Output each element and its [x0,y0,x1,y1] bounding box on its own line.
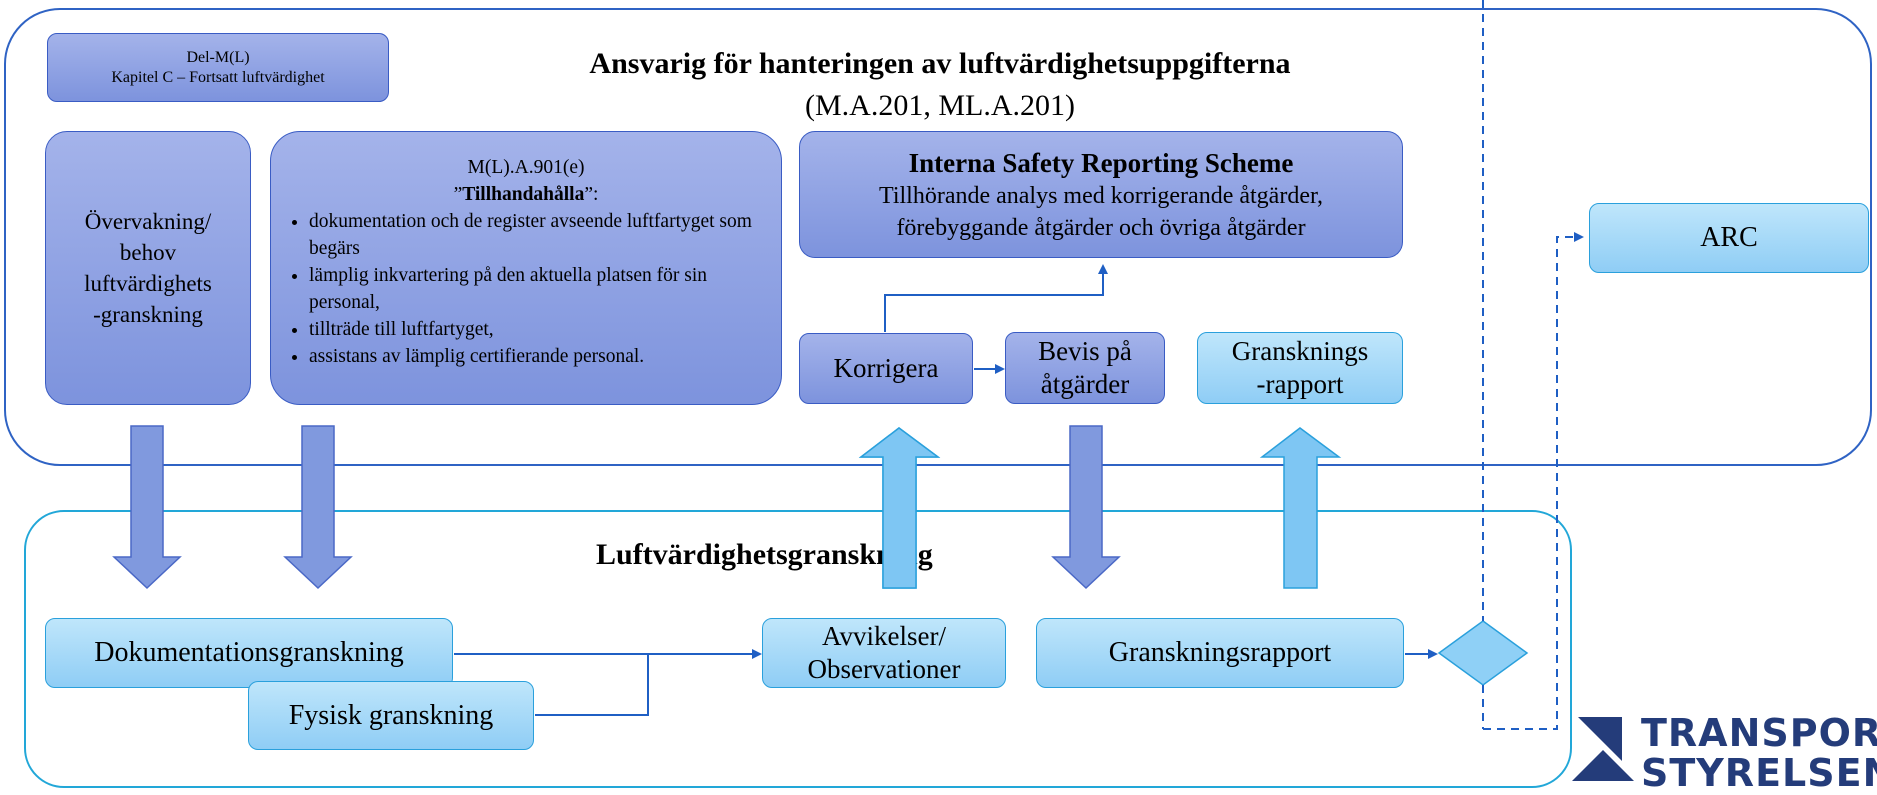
ma901-ref: M(L).A.901(e) [467,157,585,178]
responsibility-title: Ansvarig för hanteringen av luftvärdighe… [470,42,1410,86]
airworthiness-review-container [24,510,1572,788]
review-report-top-box: Gransknings -rapport [1197,332,1403,404]
ma901-list-item: assistans av lämplig certifierande perso… [309,343,767,370]
responsibility-subtitle-text: (M.A.201, ML.A.201) [805,89,1075,122]
transportstyrelsen-logo: TRANSPORT STYRELSEN [1641,711,1877,795]
isrs-line: Tillhörande analys med korrigerande åtgä… [879,182,1323,209]
correct-label: Korrigera [833,353,939,383]
correct-box: Korrigera [799,333,973,404]
documentation-review-box: Dokumentationsgranskning [45,618,453,688]
logo-mark-bottom [1572,750,1634,781]
review-title: Luftvärdighetsgranskning [596,538,1016,578]
monitoring-box: Övervakning/ behov luftvärdighets -grans… [45,131,251,405]
review-report-top-line: -rapport [1256,369,1344,399]
review-report-bottom-box: Granskningsrapport [1036,618,1404,688]
up-arrow-findings-overlay [858,427,941,589]
arc-box: ARC [1589,203,1869,273]
part-m-box: Del-M(L) Kapitel C – Fortsatt luftvärdig… [47,33,389,102]
part-m-line2: Kapitel C – Fortsatt luftvärdighet [111,68,325,86]
review-report-bottom-label: Granskningsrapport [1108,637,1332,668]
ma901-list-item: lämplig inkvartering på den aktuella pla… [309,262,767,316]
monitoring-line: behov [119,240,177,265]
evidence-box: Bevis på åtgärder [1005,332,1165,404]
down-arrow-evidence [1051,425,1121,590]
ma901-list-item: dokumentation och de register avseende l… [309,208,767,262]
monitoring-line: -granskning [93,302,203,327]
korrigera-to-isrs-line [884,264,1108,332]
decision-diamond [1437,620,1529,686]
review-report-top-line: Gransknings [1231,336,1369,366]
ma901-box: M(L).A.901(e) ”Tillhandahålla”: dokument… [270,131,782,405]
logo-line1: TRANSPORT [1641,711,1877,755]
physical-review-box: Fysisk granskning [248,681,534,750]
responsibility-subtitle: (M.A.201, ML.A.201) [700,86,1180,126]
physical-review-label: Fysisk granskning [288,699,494,731]
isrs-box: Interna Safety Reporting Scheme Tillhöra… [799,131,1403,258]
findings-box: Avvikelser/ Observationer [762,618,1006,688]
up-arrow-report [1259,427,1342,589]
logo-mark-top [1578,717,1622,761]
monitoring-line: Övervakning/ [84,209,212,234]
fysisk-to-avvikelser-line [535,654,649,716]
responsibility-title-text: Ansvarig för hanteringen av luftvärdighe… [589,47,1291,80]
ma901-quote-close: ”: [584,184,599,205]
logo-line2: STYRELSEN [1641,751,1877,795]
ma901-list-item: tillträde till luftfartyget, [309,316,767,343]
ma901-list: dokumentation och de register avseende l… [279,208,767,370]
findings-line: Avvikelser/ [822,621,946,651]
findings-line: Observationer [807,654,961,684]
down-arrow-monitoring [112,425,182,590]
isrs-line: förebyggande åtgärder och övriga åtgärde… [896,214,1306,241]
ma901-keyword: Tillhandahålla [462,184,585,205]
dashed-to-arc-line [1483,232,1584,730]
evidence-line: åtgärder [1040,369,1130,399]
ma901-heading: ”Tillhandahålla”: [271,181,781,208]
evidence-line: Bevis på [1038,336,1132,366]
part-m-line1: Del-M(L) [186,48,250,66]
arc-label: ARC [1700,222,1758,253]
documentation-review-label: Dokumentationsgranskning [94,637,404,668]
down-arrow-provide [283,425,353,590]
monitoring-line: luftvärdighets [84,271,212,296]
isrs-title: Interna Safety Reporting Scheme [908,147,1294,178]
responsibility-container [4,8,1872,466]
ma901-quote-open: ” [453,184,463,205]
review-title-text: Luftvärdighetsgranskning [596,538,933,571]
